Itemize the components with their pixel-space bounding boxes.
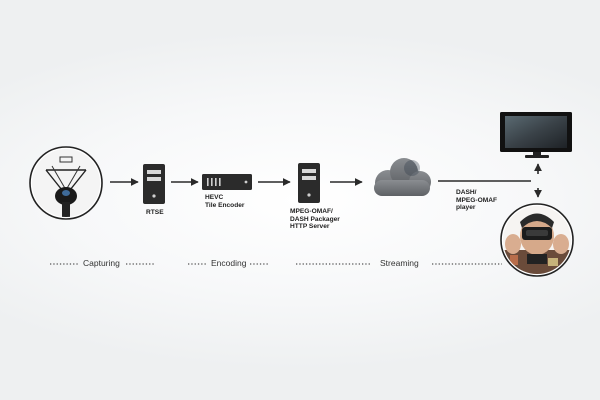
- player-label: DASH/ MPEG-OMAF player: [456, 189, 497, 212]
- vr-headset-user-icon: [500, 203, 574, 277]
- player-label-line1: DASH/: [456, 189, 477, 196]
- cloud-icon: [374, 158, 431, 196]
- packager-label-line2: DASH Packager: [290, 215, 340, 223]
- packager-server-icon: [298, 163, 320, 203]
- phase-streaming: Streaming: [380, 258, 419, 268]
- packager-label: MPEG-OMAF/ DASH Packager HTTP Server: [290, 208, 340, 231]
- packager-label-line3: HTTP Server: [290, 223, 330, 231]
- encoder-label-line2: Tile Encoder: [205, 201, 245, 209]
- flow-arrows: [110, 163, 542, 198]
- encoder-label: HEVC Tile Encoder: [205, 194, 244, 209]
- rtse-label-text: RTSE: [146, 209, 164, 216]
- phase-capturing: Capturing: [83, 258, 120, 268]
- monitor-icon: [500, 112, 572, 158]
- camera-rig-icon: [29, 146, 103, 220]
- player-label-line2: MPEG-OMAF: [456, 196, 498, 204]
- encoder-device-icon: [202, 174, 252, 190]
- rtse-label: RTSE: [146, 209, 164, 217]
- packager-label-line1: MPEG-OMAF/: [290, 208, 333, 215]
- phase-encoding: Encoding: [211, 258, 247, 268]
- rtse-server-icon: [143, 164, 165, 204]
- player-label-line3: player: [456, 204, 476, 212]
- encoder-label-line1: HEVC: [205, 194, 224, 201]
